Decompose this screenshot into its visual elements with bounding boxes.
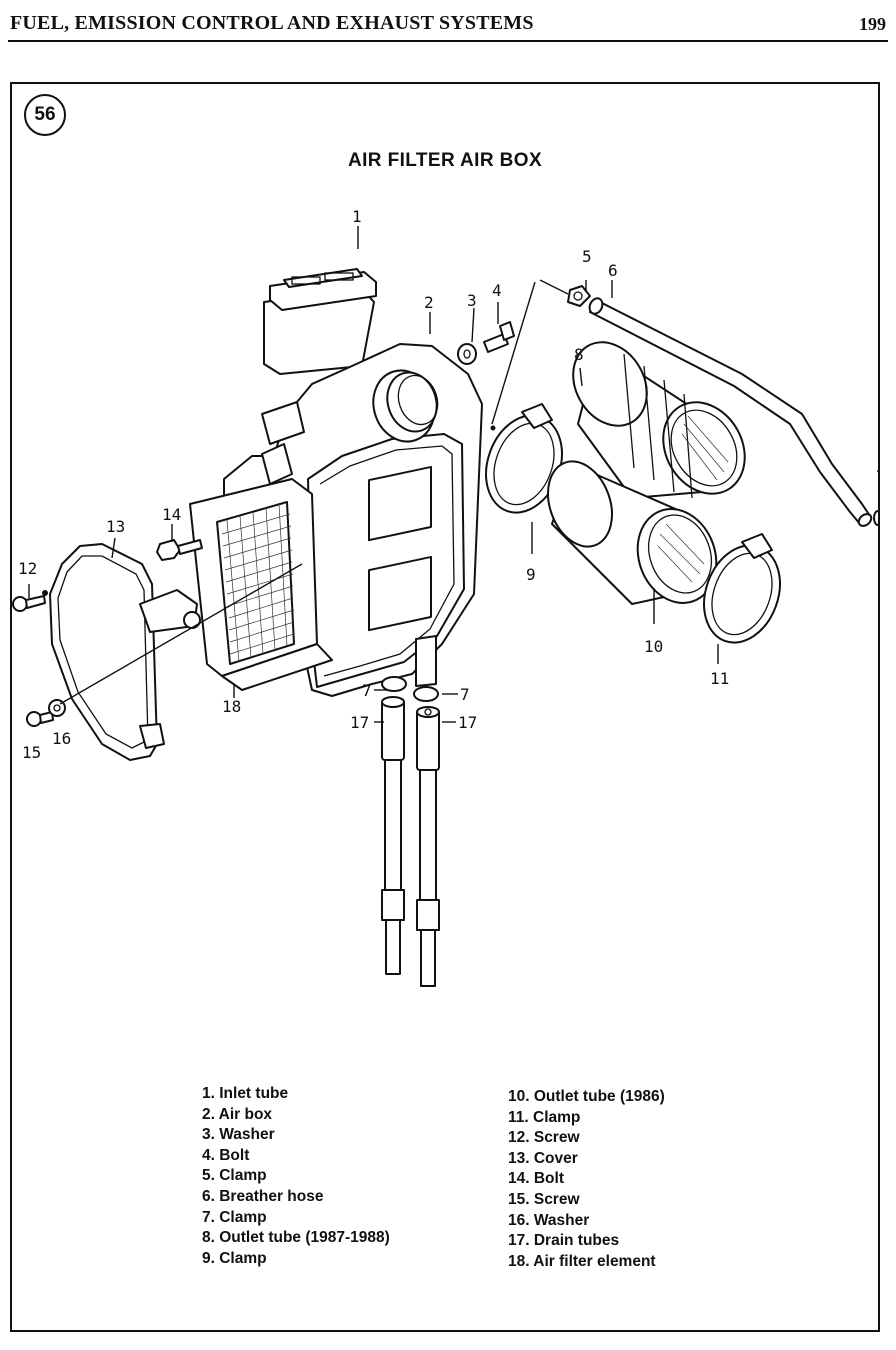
air-filter-element-part [189,478,333,691]
legend-item: 10. Outlet tube (1986) [508,1088,665,1105]
screw-15-part [26,711,54,727]
legend-item: 4. Bolt [202,1146,250,1164]
callout-17-left: 17 [350,713,369,732]
legend-item: 8. Outlet tube (1987-1988) [202,1229,390,1247]
callout-12: 12 [18,559,37,578]
drain-tube-left-part [381,696,405,975]
outlet-tube-1987-part [572,341,746,499]
legend-item: 3. Washer [202,1126,275,1144]
callout-17-right: 17 [458,713,477,732]
clamp-11-part [703,533,781,644]
callout-11: 11 [710,669,729,688]
breather-hose-part [588,297,873,527]
callout-9: 9 [526,565,536,584]
clamp-7-drain-right-part [413,686,439,702]
legend-item: 17. Drain tubes [508,1232,620,1250]
callout-18: 18 [222,697,241,716]
legend-item: 12. Screw [508,1129,580,1147]
washer-3-part [457,343,477,365]
legend-item: 2. Air box [202,1105,273,1123]
clamp-9-part [485,403,563,514]
legend-item: 1. Inlet tube [202,1085,289,1102]
legend-item: 7. Clamp [202,1208,267,1226]
bolt-4-part [483,321,515,353]
callout-7-hose: 7 [876,467,878,486]
callout-13: 13 [106,517,125,536]
callout-2: 2 [424,293,434,312]
legend-item: 14. Bolt [508,1170,564,1188]
callout-6: 6 [608,261,618,280]
exploded-parts-diagram: 1 2 3 4 5 6 7 8 9 10 11 12 13 14 15 16 1… [12,207,878,987]
screw-12-part [12,590,48,612]
cover-part [49,543,201,761]
callout-3: 3 [467,291,477,310]
legend-item: 13. Cover [508,1149,578,1167]
clamp-7-drain-left-part [381,676,407,692]
figure-frame: 56 AIR FILTER AIR BOX [10,82,880,1332]
section-title: FUEL, EMISSION CONTROL AND EXHAUST SYSTE… [10,12,534,34]
legend-item: 18. Air filter element [508,1252,656,1270]
legend-item: 16. Washer [508,1211,590,1229]
drain-tube-right-part [416,706,440,987]
callout-4: 4 [492,281,502,300]
callout-7-drain-right: 7 [460,685,470,704]
legend-item: 9. Clamp [202,1249,267,1267]
callout-15: 15 [22,743,41,762]
page-number: 199 [859,14,886,34]
parts-legend-left: 1. Inlet tube 2. Air box 3. Washer 4. Bo… [202,1084,390,1269]
callout-7-drain-left: 7 [362,681,372,700]
callout-14: 14 [162,505,181,524]
figure-number-badge: 56 [24,94,66,136]
clamp-5-part [567,285,591,307]
legend-item: 5. Clamp [202,1167,267,1185]
callout-5: 5 [582,247,592,266]
clamp-7-hose-part [873,510,878,526]
legend-item: 6. Breather hose [202,1187,324,1205]
parts-legend-right: 10. Outlet tube (1986) 11. Clamp 12. Scr… [508,1087,665,1272]
inlet-tube-part [263,268,377,375]
outlet-tube-1986-part [547,460,718,605]
legend-item: 15. Screw [508,1190,580,1208]
callout-10: 10 [644,637,663,656]
callout-8: 8 [574,345,584,364]
callout-16: 16 [52,729,71,748]
legend-item: 11. Clamp [508,1108,581,1126]
page-header: FUEL, EMISSION CONTROL AND EXHAUST SYSTE… [8,10,888,42]
callout-1: 1 [352,207,362,226]
bolt-14-part [156,539,203,561]
diagram-title: AIR FILTER AIR BOX [347,150,543,171]
